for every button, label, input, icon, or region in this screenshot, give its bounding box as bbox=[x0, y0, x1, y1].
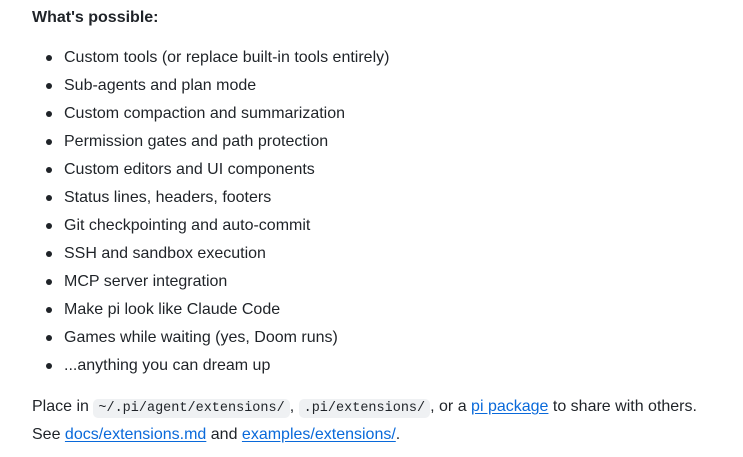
list-item-text: Games while waiting (yes, Doom runs) bbox=[64, 329, 338, 346]
bullet-icon bbox=[46, 139, 52, 145]
list-item-text: Status lines, headers, footers bbox=[64, 189, 272, 206]
list-item: Status lines, headers, footers bbox=[32, 184, 743, 212]
list-item: ...anything you can dream up bbox=[32, 352, 743, 380]
list-item: Git checkpointing and auto-commit bbox=[32, 212, 743, 240]
docs-extensions-link[interactable]: docs/extensions.md bbox=[64, 426, 207, 443]
pi-package-link[interactable]: pi package bbox=[471, 398, 549, 415]
list-item: Make pi look like Claude Code bbox=[32, 296, 743, 324]
bullet-icon bbox=[46, 55, 52, 61]
bullet-icon bbox=[46, 363, 52, 369]
bullet-icon bbox=[46, 223, 52, 229]
bullet-icon bbox=[46, 335, 52, 341]
list-item-text: Git checkpointing and auto-commit bbox=[64, 217, 311, 234]
project-extensions-path: .pi/extensions/ bbox=[298, 399, 431, 418]
examples-extensions-link[interactable]: examples/extensions/ bbox=[241, 426, 396, 443]
section-heading: What's possible: bbox=[32, 9, 159, 26]
list-item-text: Permission gates and path protection bbox=[64, 133, 329, 150]
list-item: Sub-agents and plan mode bbox=[32, 72, 743, 100]
list-item-text: MCP server integration bbox=[64, 273, 228, 290]
list-item: Games while waiting (yes, Doom runs) bbox=[32, 324, 743, 352]
list-item-text: Make pi look like Claude Code bbox=[64, 301, 281, 318]
paragraph-text: , or a bbox=[430, 398, 472, 415]
bullet-icon bbox=[46, 251, 52, 257]
feature-list: Custom tools (or replace built-in tools … bbox=[32, 44, 743, 380]
list-item-text: Custom tools (or replace built-in tools … bbox=[64, 49, 390, 66]
list-item-text: Custom editors and UI components bbox=[64, 161, 315, 178]
paragraph-text: , bbox=[289, 398, 299, 415]
bullet-icon bbox=[46, 307, 52, 313]
paragraph-text: . bbox=[395, 426, 401, 443]
paragraph-text: to share with others. See bbox=[32, 398, 697, 443]
list-item-text: ...anything you can dream up bbox=[64, 357, 271, 374]
bullet-icon bbox=[46, 111, 52, 117]
install-paragraph: Place in ~/.pi/agent/extensions/, .pi/ex… bbox=[32, 394, 722, 448]
list-item: Permission gates and path protection bbox=[32, 128, 743, 156]
paragraph-text: and bbox=[206, 426, 242, 443]
bullet-icon bbox=[46, 279, 52, 285]
bullet-icon bbox=[46, 167, 52, 173]
list-item-text: Custom compaction and summarization bbox=[64, 105, 346, 122]
list-item-text: SSH and sandbox execution bbox=[64, 245, 266, 262]
global-extensions-path: ~/.pi/agent/extensions/ bbox=[93, 399, 290, 418]
list-item: SSH and sandbox execution bbox=[32, 240, 743, 268]
list-item: MCP server integration bbox=[32, 268, 743, 296]
list-item-text: Sub-agents and plan mode bbox=[64, 77, 257, 94]
list-item: Custom tools (or replace built-in tools … bbox=[32, 44, 743, 72]
list-item: Custom editors and UI components bbox=[32, 156, 743, 184]
list-item: Custom compaction and summarization bbox=[32, 100, 743, 128]
bullet-icon bbox=[46, 195, 52, 201]
bullet-icon bbox=[46, 83, 52, 89]
paragraph-text: Place in bbox=[32, 398, 94, 415]
